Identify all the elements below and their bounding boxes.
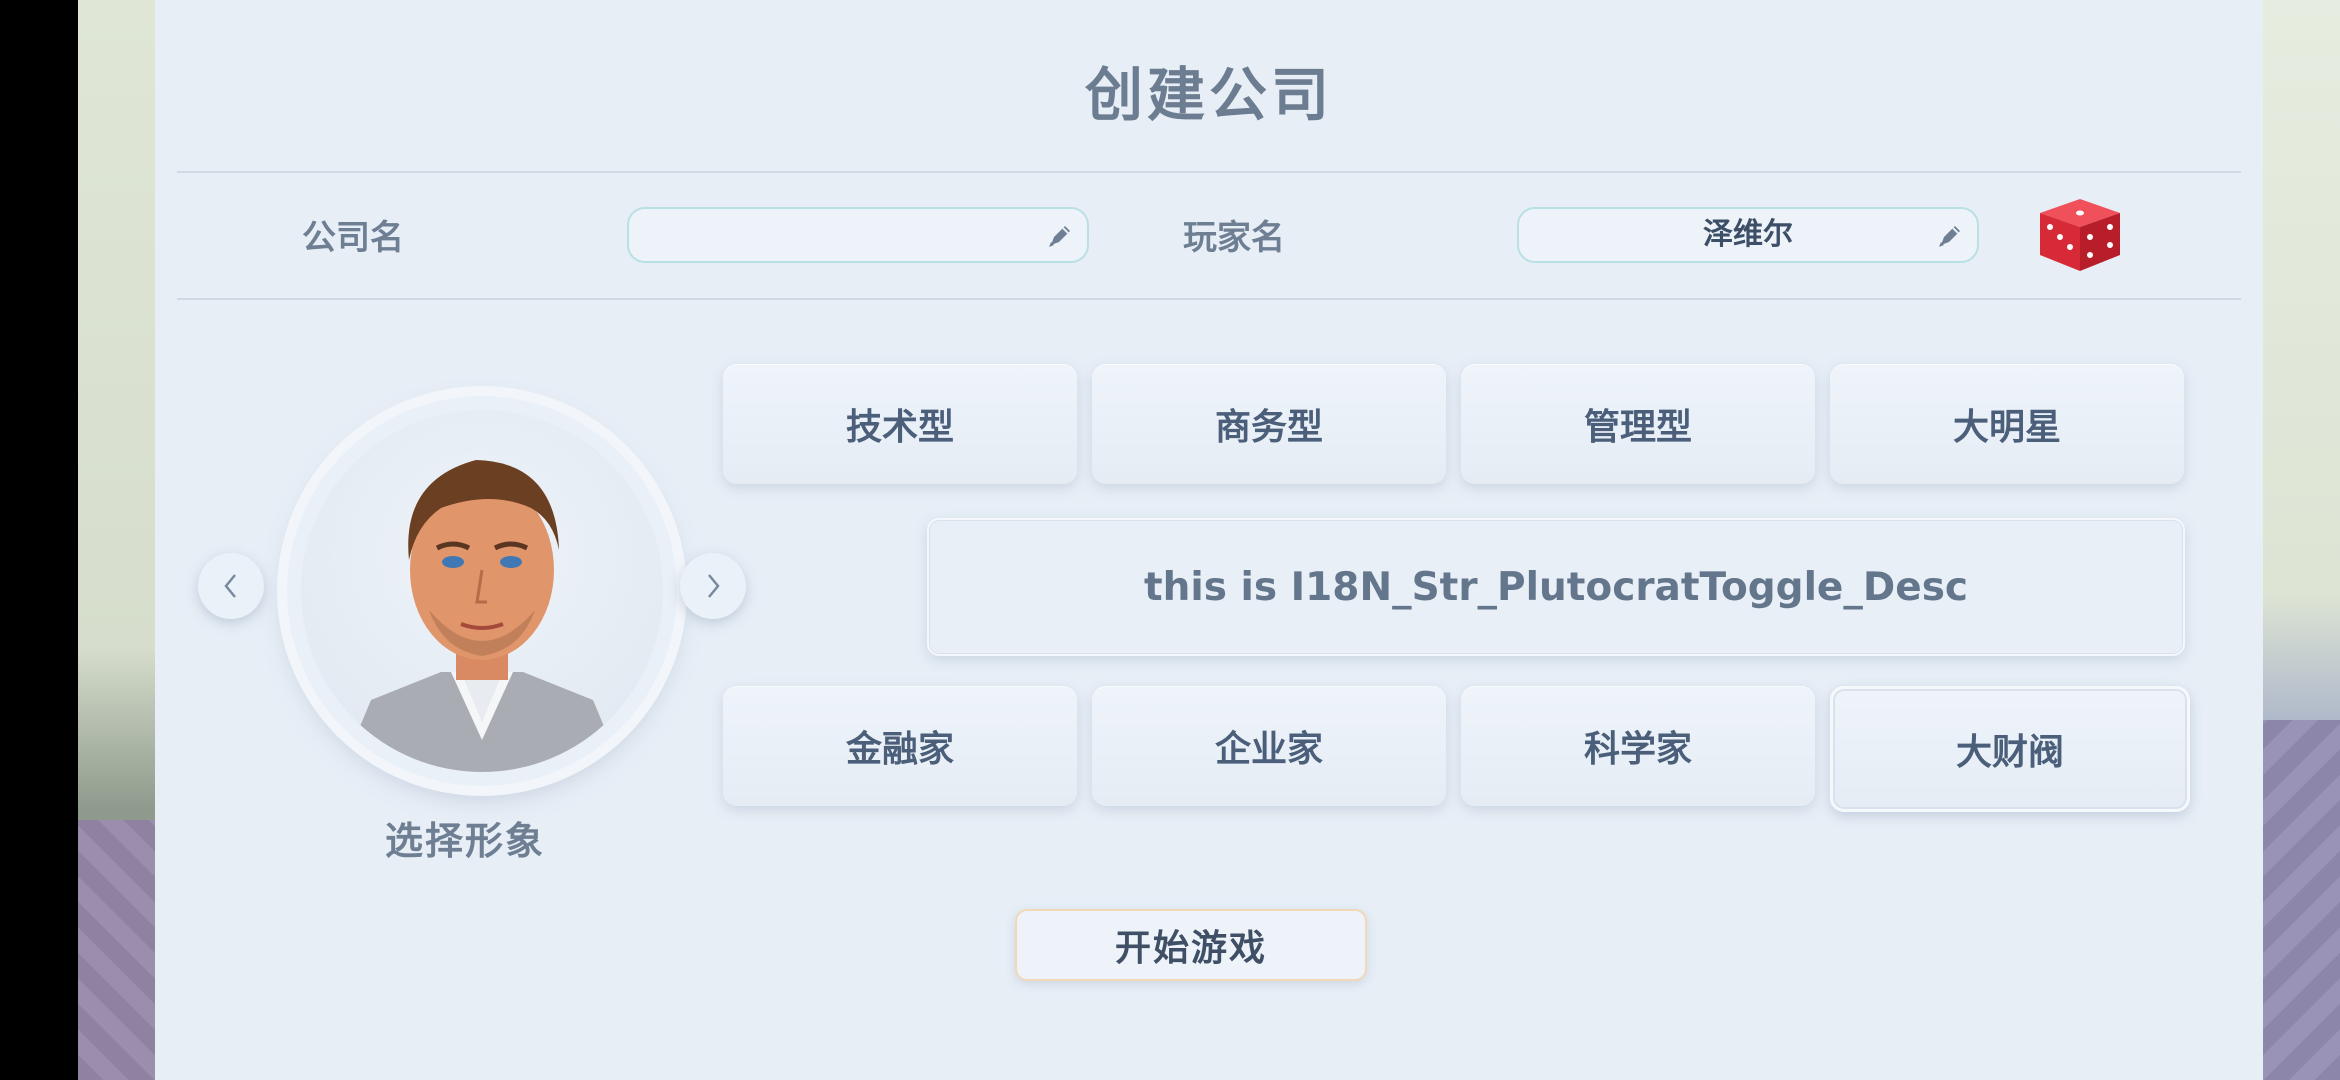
type-option-entrepreneur[interactable]: 企业家 [1092, 686, 1446, 806]
previous-avatar-button[interactable] [198, 553, 264, 619]
type-option-technical[interactable]: 技术型 [723, 364, 1077, 484]
divider [177, 171, 2241, 173]
company-name-input[interactable] [627, 207, 1089, 263]
type-option-scientist[interactable]: 科学家 [1461, 686, 1815, 806]
player-name-label: 玩家名 [1183, 218, 1285, 258]
dice-icon[interactable] [2038, 197, 2122, 273]
pencil-icon[interactable] [1933, 219, 1967, 253]
divider [177, 298, 2241, 300]
type-description: this is I18N_Str_PlutocratToggle_Desc [927, 518, 2185, 656]
type-option-plutocrat[interactable]: 大财阀 [1830, 686, 2190, 812]
company-name-value [629, 209, 1027, 261]
company-name-label: 公司名 [302, 218, 404, 258]
chevron-right-icon [708, 574, 720, 598]
player-name-input[interactable]: 泽维尔 [1517, 207, 1979, 263]
rug-decor [78, 820, 158, 1080]
avatar[interactable] [301, 410, 663, 772]
create-company-panel: 创建公司 公司名 玩家名 泽维尔 [155, 0, 2263, 1080]
type-option-business[interactable]: 商务型 [1092, 364, 1446, 484]
type-option-superstar[interactable]: 大明星 [1830, 364, 2184, 484]
page-title: 创建公司 [1084, 61, 1333, 129]
background-scene-right [2262, 0, 2340, 1080]
avatar-frame [287, 396, 677, 786]
avatar-portrait [341, 460, 623, 772]
background-scene-left [78, 0, 158, 1080]
pencil-icon[interactable] [1043, 219, 1077, 253]
type-option-management[interactable]: 管理型 [1461, 364, 1815, 484]
choose-avatar-label: 选择形象 [385, 819, 546, 863]
start-game-button[interactable]: 开始游戏 [1015, 909, 1367, 981]
chevron-left-icon [224, 574, 236, 598]
player-name-value: 泽维尔 [1703, 217, 1793, 252]
type-option-financier[interactable]: 金融家 [723, 686, 1077, 806]
rug-decor [2262, 720, 2340, 1080]
next-avatar-button[interactable] [680, 553, 746, 619]
